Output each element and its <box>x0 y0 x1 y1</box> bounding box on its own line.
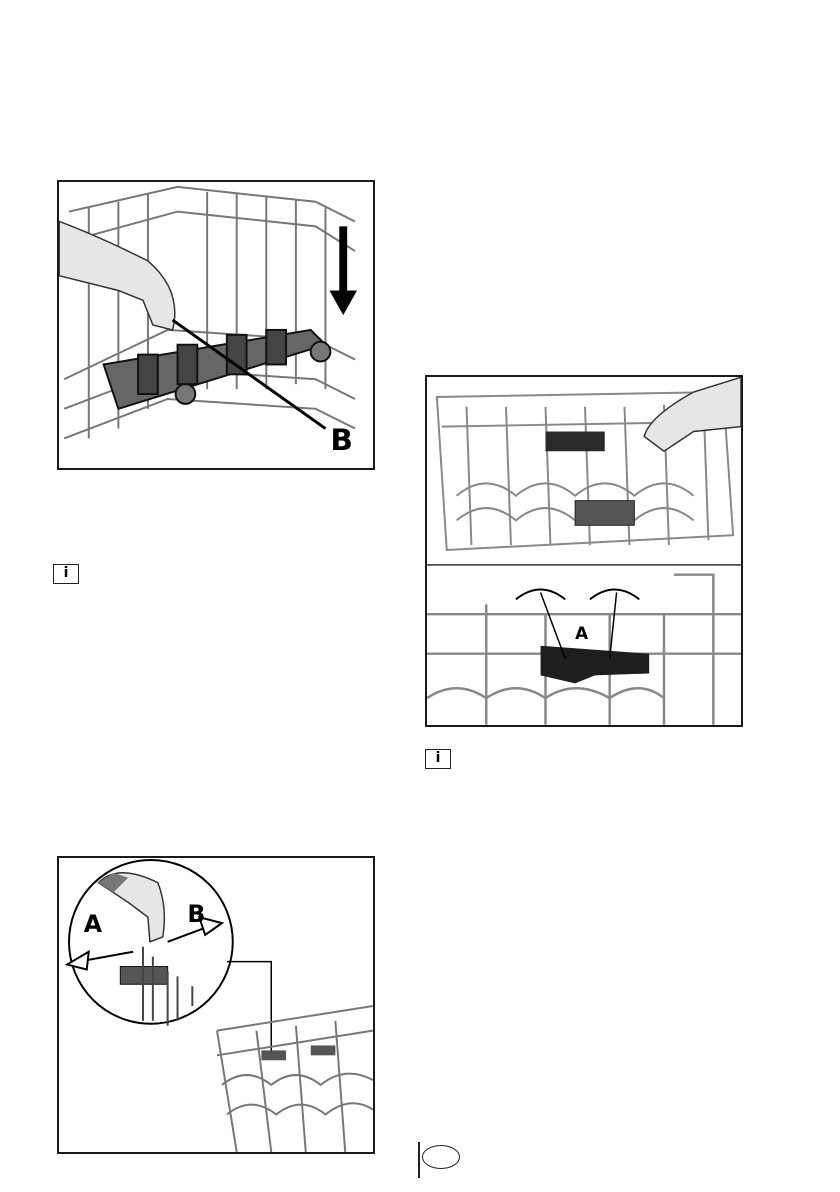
callout-a: A <box>575 623 588 643</box>
page-divider <box>418 1142 420 1178</box>
figure-tine-release: A B <box>57 856 375 1154</box>
hand-icon <box>59 221 175 329</box>
info-icon: i <box>425 749 451 769</box>
tine-clip <box>311 1045 336 1055</box>
language-badge <box>422 1145 460 1169</box>
arrow-down-icon <box>329 226 357 315</box>
figure-foldable-tines: A <box>425 375 743 727</box>
rack-illustration-3: A B <box>59 858 373 1152</box>
tine-clip <box>261 1050 286 1060</box>
accessory-tray <box>575 501 634 526</box>
callout-b: B <box>187 900 205 928</box>
rotate-arrow-icon <box>590 590 639 600</box>
rack-illustration-1: B <box>59 182 373 468</box>
callout-b: B <box>330 423 353 457</box>
wheel-icon <box>176 384 196 404</box>
rack-illustration-2: A <box>427 377 741 725</box>
info-icon: i <box>53 564 79 584</box>
accessory-holder <box>545 432 604 452</box>
callout-a: A <box>84 910 103 938</box>
wheel-icon <box>311 342 331 362</box>
accessory-a <box>541 646 650 684</box>
figure-rack-height-adjust: B <box>57 180 375 470</box>
accessory-b <box>104 330 326 409</box>
leader-line <box>227 962 271 1056</box>
